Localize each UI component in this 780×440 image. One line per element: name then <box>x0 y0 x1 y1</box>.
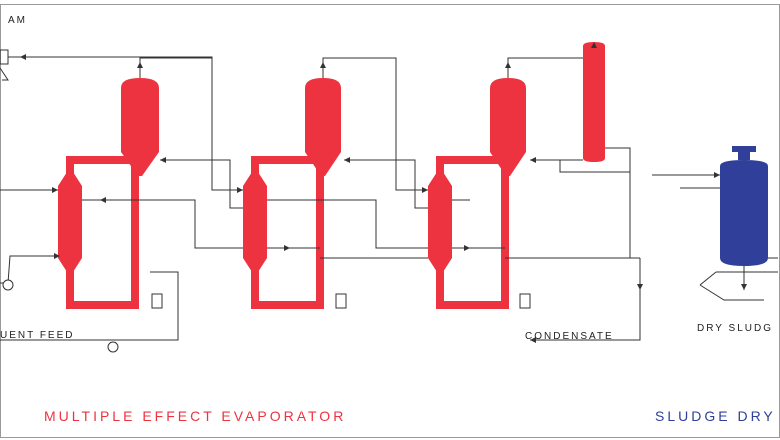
steam-inlet-icon <box>0 49 9 81</box>
mee-section-title: MULTIPLE EFFECT EVAPORATOR <box>44 408 347 424</box>
circulation-pump-3 <box>519 293 531 309</box>
steam-label: AM <box>8 15 27 26</box>
separator-1 <box>121 78 159 176</box>
condensate-label: CONDENSATE <box>525 331 614 342</box>
circulation-pump-1 <box>151 293 163 309</box>
heat-exchanger-1 <box>58 172 82 272</box>
evaporator-effect-2 <box>243 78 341 309</box>
circulation-pump-2 <box>335 293 347 309</box>
feed-pump-icon <box>2 279 14 291</box>
sludge-section-title: SLUDGE DRY <box>655 408 776 424</box>
separator-3 <box>490 78 526 176</box>
diagram-border <box>0 4 780 438</box>
effluent-feed-label: UENT FEED <box>0 330 75 341</box>
dry-sludge-label: DRY SLUDG <box>697 323 773 334</box>
condenser-column <box>583 42 605 162</box>
flow-arrows <box>20 42 747 343</box>
evaporator-effect-1 <box>58 78 159 309</box>
separator-2 <box>305 78 341 176</box>
heat-exchanger-2 <box>243 172 267 272</box>
process-lines <box>0 56 778 341</box>
evaporator-effect-3 <box>428 78 526 309</box>
sludge-dryer <box>720 146 768 266</box>
dryer-hopper <box>699 271 778 301</box>
pumps <box>2 279 531 353</box>
heat-exchanger-3 <box>428 172 452 272</box>
transfer-pump-icon <box>107 341 119 353</box>
